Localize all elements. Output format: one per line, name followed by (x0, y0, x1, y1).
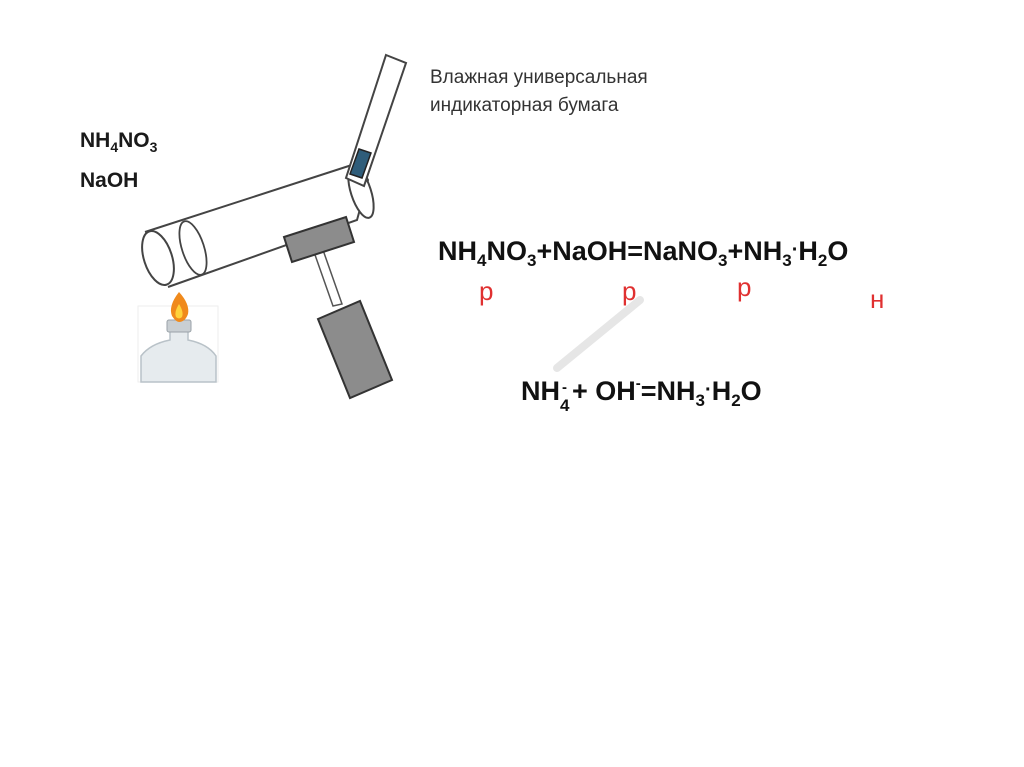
eq-text: NO (486, 236, 527, 266)
reagents-label: NH4NO3 NaOH (80, 124, 157, 198)
eq-text: NH (438, 236, 477, 266)
solubility-mark-2: р (622, 276, 636, 307)
eq-text: +NH (727, 236, 782, 266)
faint-arrow (557, 300, 640, 368)
reagent-ammonium-nitrate: NH4NO3 (80, 124, 157, 164)
spirit-lamp (138, 292, 218, 382)
eq-text: O (741, 376, 762, 406)
subscript: 2 (818, 251, 827, 270)
stand-base (318, 301, 392, 398)
stand-rod (314, 250, 342, 306)
eq-text: =NH (641, 376, 696, 406)
eq-text: H (798, 236, 818, 266)
eq-text: O (827, 236, 848, 266)
caption-line-1: Влажная универсальная (430, 64, 648, 92)
eq-dot: · (705, 379, 712, 401)
stand (314, 250, 392, 398)
subscript: 3 (150, 139, 158, 155)
reagent-sodium-hydroxide: NaOH (80, 164, 157, 198)
molecular-equation: NH4NO3+NaOH=NaNO3+NH3·H2O (438, 236, 848, 267)
reagent-text: NH (80, 129, 110, 152)
solubility-mark-3: р (737, 272, 751, 303)
subscript: 2 (731, 391, 740, 410)
eq-text: +NaOH=NaNO (536, 236, 718, 266)
subscript: 3 (782, 251, 791, 270)
glass-rod (346, 55, 406, 186)
subscript: 4 (110, 139, 118, 155)
caption-line-2: индикаторная бумага (430, 92, 648, 120)
subscript: 3 (696, 391, 705, 410)
solubility-mark-1: р (479, 276, 493, 307)
indicator-caption: Влажная универсальная индикаторная бумаг… (430, 64, 648, 120)
eq-text: NH (521, 376, 560, 406)
solubility-mark-4: н (870, 284, 884, 315)
reagent-text: NO (118, 129, 150, 152)
eq-text: + OH (572, 376, 636, 406)
eq-text: H (712, 376, 732, 406)
